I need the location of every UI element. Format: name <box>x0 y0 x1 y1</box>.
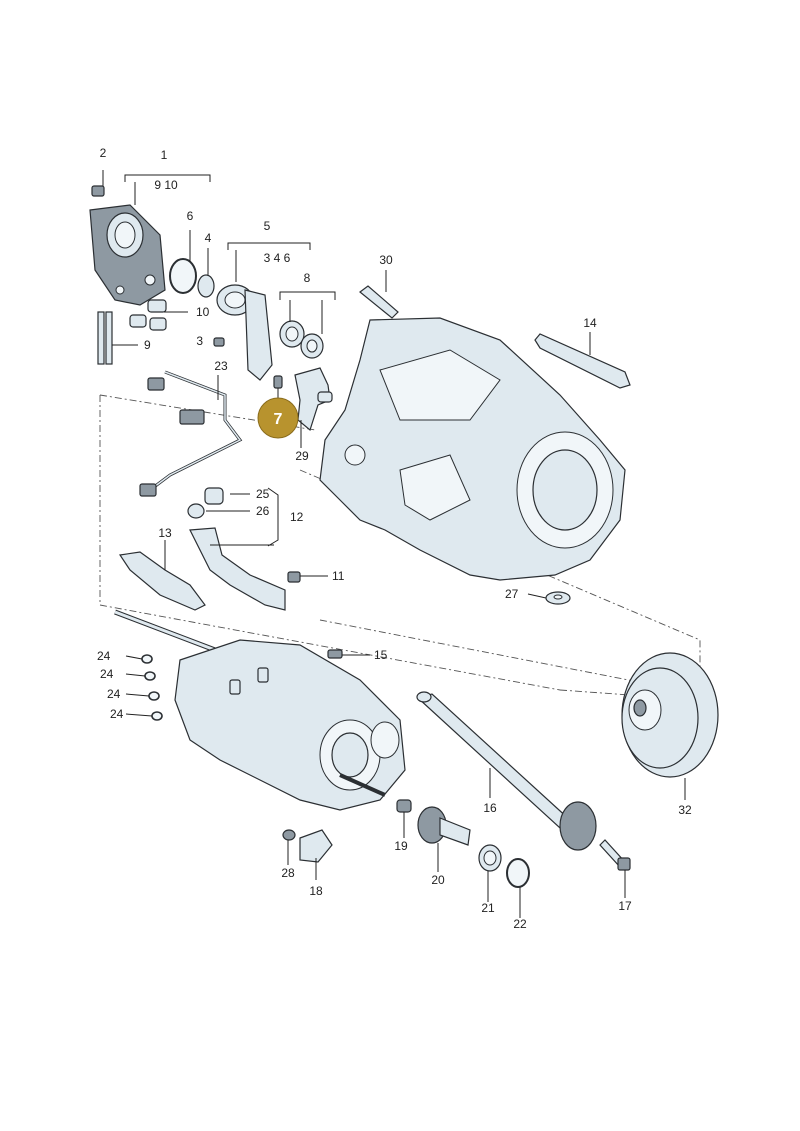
callout-24-c: 24 <box>107 687 121 701</box>
part-8-seals <box>279 320 324 359</box>
part-14-dipstick <box>534 333 631 389</box>
part-25-bushing <box>204 487 224 505</box>
part-26-seal <box>187 503 205 519</box>
part-29-bracket <box>294 367 333 432</box>
callout-18: 18 <box>309 884 323 898</box>
part-21-seal <box>478 844 502 872</box>
part-16-shaft <box>416 691 597 851</box>
callout-24-d: 24 <box>110 707 124 721</box>
callout-1: 1 <box>161 148 168 162</box>
part-11-bolt <box>287 571 301 583</box>
callout-22: 22 <box>513 917 527 931</box>
callout-8: 8 <box>304 271 311 285</box>
callout-2: 2 <box>100 146 107 160</box>
part-2-bolt <box>91 170 105 197</box>
callout-4: 4 <box>205 231 212 245</box>
callout-29: 29 <box>295 449 309 463</box>
part-27-washer <box>545 591 571 605</box>
callout-27: 27 <box>505 587 519 601</box>
part-28-bolt <box>282 829 296 841</box>
callout-32: 32 <box>678 803 692 817</box>
callout-11: 11 <box>332 569 345 583</box>
callout-6: 6 <box>187 209 194 223</box>
part-3-bolt <box>213 337 225 347</box>
callout-10: 10 <box>196 305 210 319</box>
callout-16: 16 <box>483 801 497 815</box>
part-9-pins <box>97 311 113 365</box>
callout-25: 25 <box>256 487 270 501</box>
transmission-case <box>319 317 626 581</box>
callout-21: 21 <box>481 901 495 915</box>
highlight-badge-7[interactable]: 7 <box>257 388 299 439</box>
callout-3: 3 <box>196 334 203 348</box>
callout-17: 17 <box>618 899 632 913</box>
part-12-sensor <box>189 527 286 611</box>
callout-9: 9 <box>144 338 151 352</box>
callout-13: 13 <box>158 526 172 540</box>
part-20-gear <box>417 806 471 846</box>
part-6-oring <box>169 258 197 294</box>
part-24-orings <box>141 654 163 721</box>
part-22-oring <box>506 858 530 888</box>
callout-5-sub: 3 4 6 <box>264 251 291 265</box>
part-1-housing <box>89 204 166 306</box>
callout-26: 26 <box>256 504 270 518</box>
callout-28: 28 <box>281 866 295 880</box>
callout-30: 30 <box>379 253 393 267</box>
callout-24-a: 24 <box>97 649 111 663</box>
part-30-tube <box>359 285 399 319</box>
part-17-bolt <box>599 839 631 871</box>
leader-lines <box>112 174 686 918</box>
callout-24-b: 24 <box>100 667 114 681</box>
callout-20: 20 <box>431 873 445 887</box>
part-10-clips <box>129 299 167 331</box>
part-23-wiring-harness <box>139 370 243 497</box>
part-13-lever <box>118 551 206 611</box>
part-15-bolt <box>327 649 343 659</box>
part-18-cover <box>299 829 333 863</box>
callout-15: 15 <box>374 648 388 662</box>
part-19-bearing <box>396 799 412 813</box>
callout-1-sub: 9 10 <box>154 178 178 192</box>
callout-12: 12 <box>290 510 304 524</box>
badge-label: 7 <box>274 411 283 428</box>
part-32-torque-converter <box>621 652 719 778</box>
callout-19: 19 <box>394 839 408 853</box>
callout-labels: 1 9 10 2 6 4 10 9 5 3 4 6 8 3 30 14 23 2… <box>97 146 692 931</box>
gearbox-lower <box>114 609 406 811</box>
part-5-pipe <box>216 284 273 381</box>
part-7-bolt <box>273 375 283 389</box>
part-4-seal <box>197 274 215 298</box>
callout-5: 5 <box>264 219 271 233</box>
callout-14: 14 <box>583 316 597 330</box>
callout-23: 23 <box>214 359 228 373</box>
